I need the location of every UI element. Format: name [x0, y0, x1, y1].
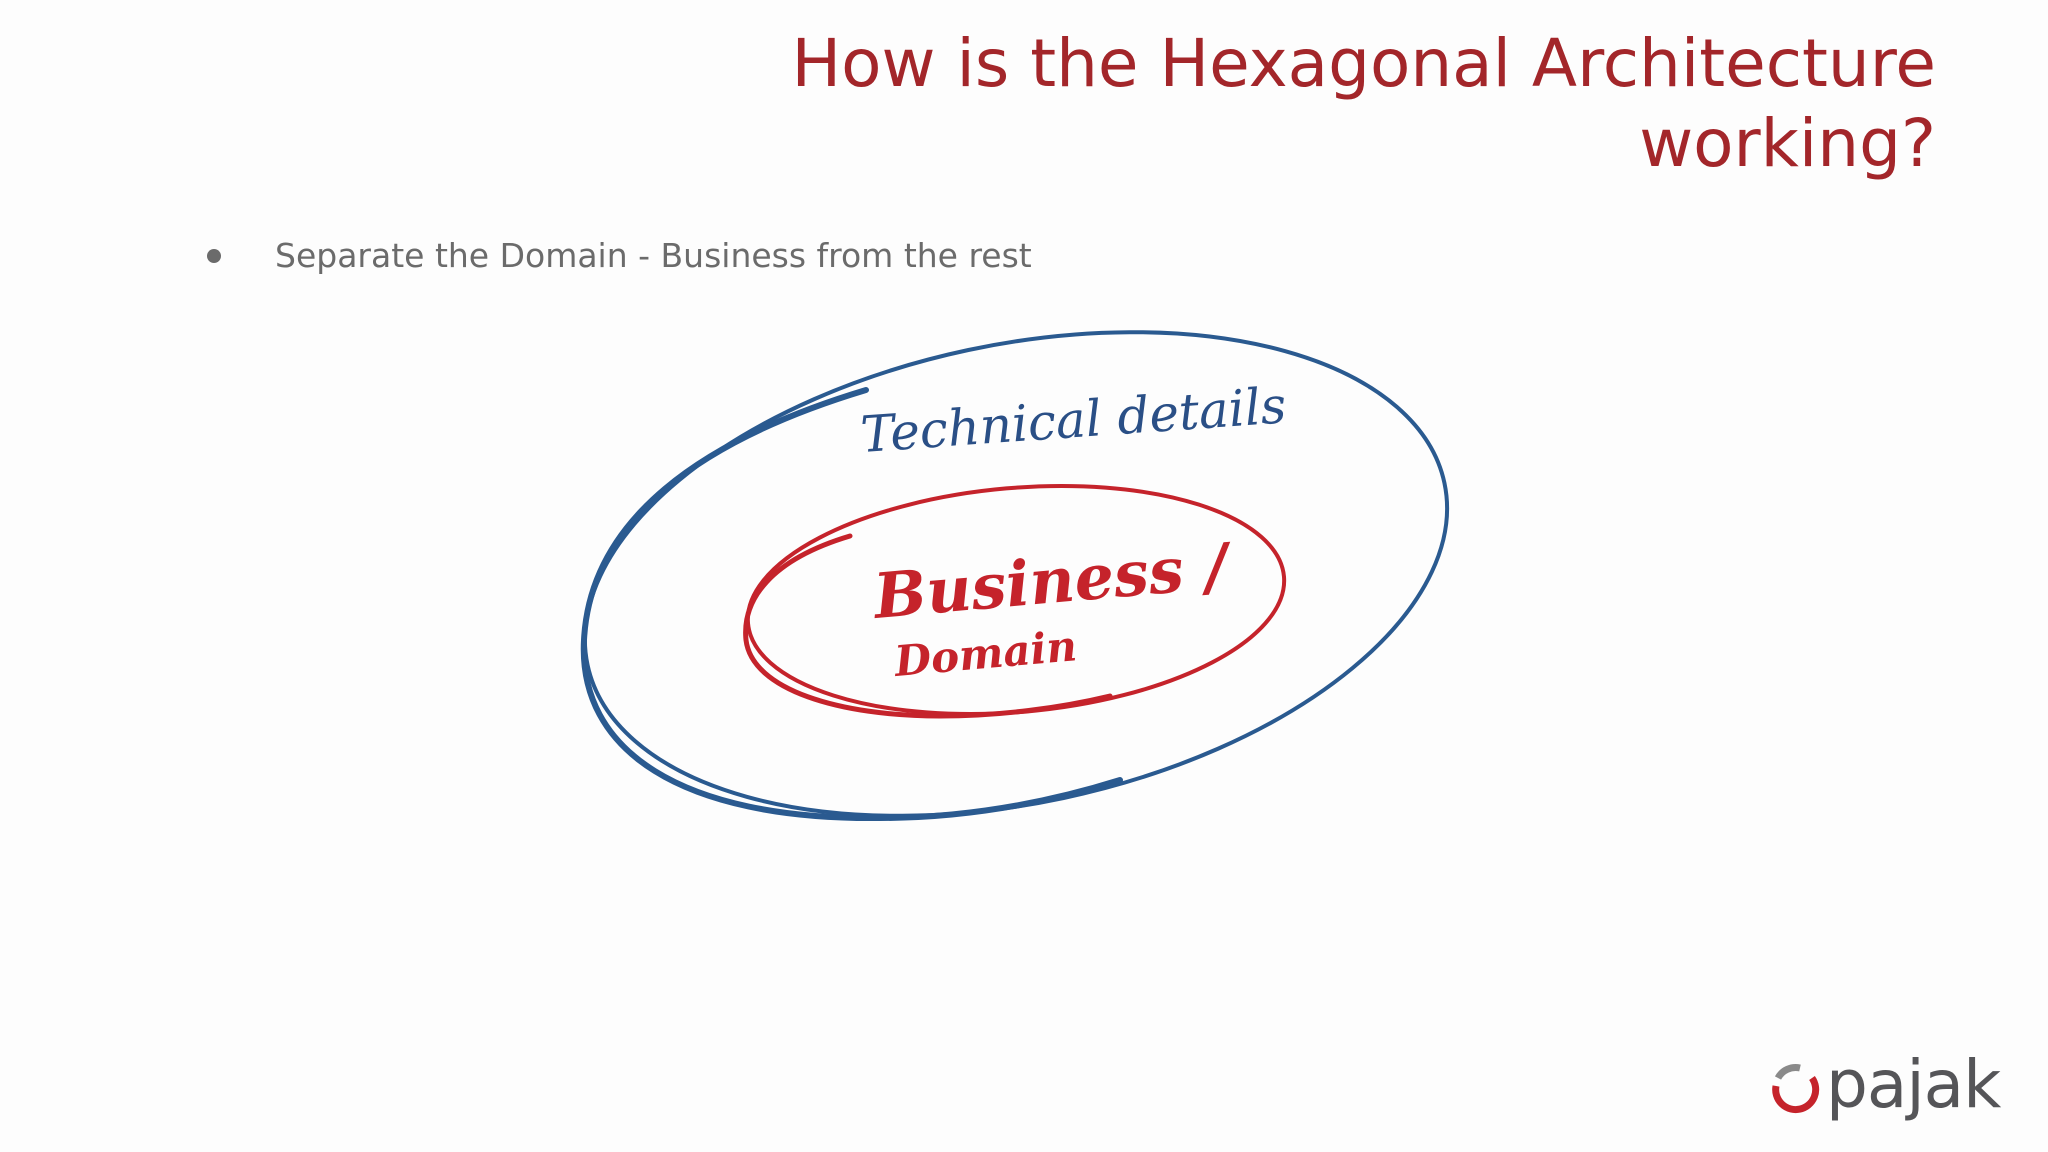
bullet-list: Separate the Domain - Business from the …	[204, 232, 1032, 280]
inner-label-business: Business /	[869, 529, 1236, 633]
outer-label-technical-details: Technical details	[859, 376, 1288, 464]
slide-title-line1: How is the Hexagonal Architecture	[791, 25, 1936, 102]
pajak-logo-text: pajak	[1826, 1046, 2001, 1123]
slide-title: How is the Hexagonal Architecture workin…	[536, 24, 1936, 184]
slide-title-line2: working?	[1639, 105, 1936, 182]
inner-ellipse-stroke-accent	[743, 533, 1113, 719]
pajak-logo: pajak	[1764, 1046, 2004, 1132]
bullet-item: Separate the Domain - Business from the …	[204, 232, 1032, 280]
pajak-logo-mark-icon	[1772, 1064, 1820, 1114]
inner-label-domain: Domain	[892, 621, 1079, 686]
bullet-dot-icon	[207, 249, 221, 263]
outer-ellipse-stroke-accent	[580, 387, 1123, 822]
bullet-text: Separate the Domain - Business from the …	[275, 236, 1032, 275]
